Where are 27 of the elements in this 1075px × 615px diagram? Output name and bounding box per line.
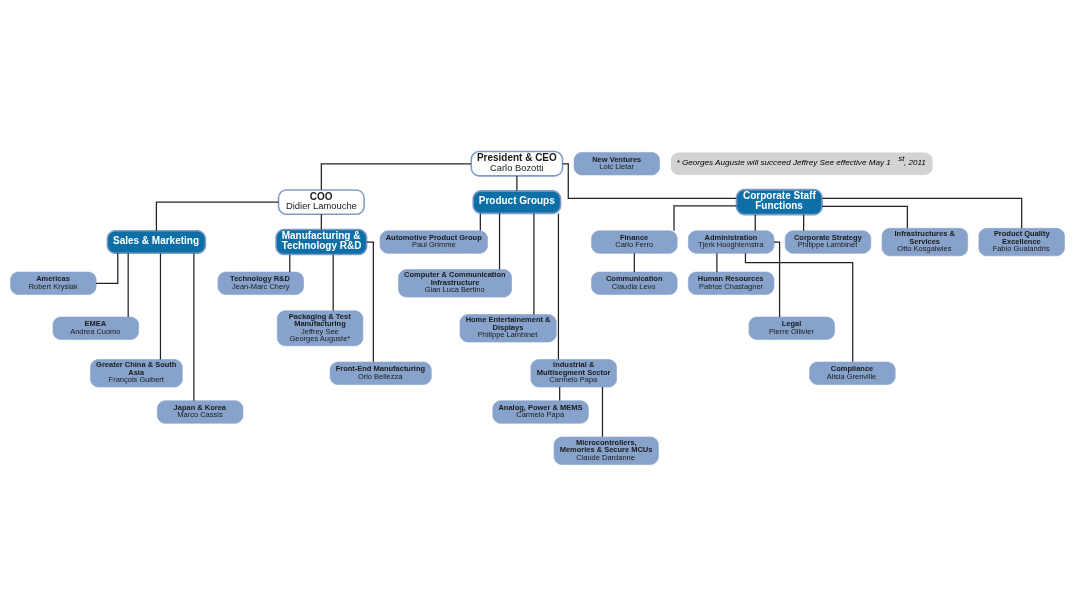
node-box: Manufacturing & Technology R&D	[275, 228, 368, 255]
connector	[773, 240, 781, 318]
connector	[127, 252, 129, 318]
connector	[193, 252, 195, 401]
connector	[633, 252, 635, 273]
node-box: Product Groups	[472, 189, 562, 214]
node-box: Sales & Marketing	[106, 229, 207, 254]
connector	[601, 386, 604, 437]
connector	[155, 200, 280, 231]
connector	[498, 212, 501, 270]
connector	[516, 174, 518, 191]
connector	[95, 252, 119, 284]
connector	[332, 253, 334, 311]
node-box: President & CEO Carlo Bozotti	[470, 150, 564, 177]
connector	[744, 252, 854, 362]
connector	[533, 212, 535, 315]
node-box: COO Didier Lamouche	[277, 188, 365, 215]
connector	[821, 205, 908, 229]
connector	[557, 212, 560, 360]
connector	[366, 240, 374, 362]
connector	[673, 204, 738, 231]
connector	[320, 162, 472, 190]
connector	[716, 252, 718, 273]
connector	[561, 162, 737, 199]
node-box: Corporate Staff Functions	[735, 188, 823, 215]
connector	[821, 197, 1023, 229]
connector	[159, 252, 162, 360]
